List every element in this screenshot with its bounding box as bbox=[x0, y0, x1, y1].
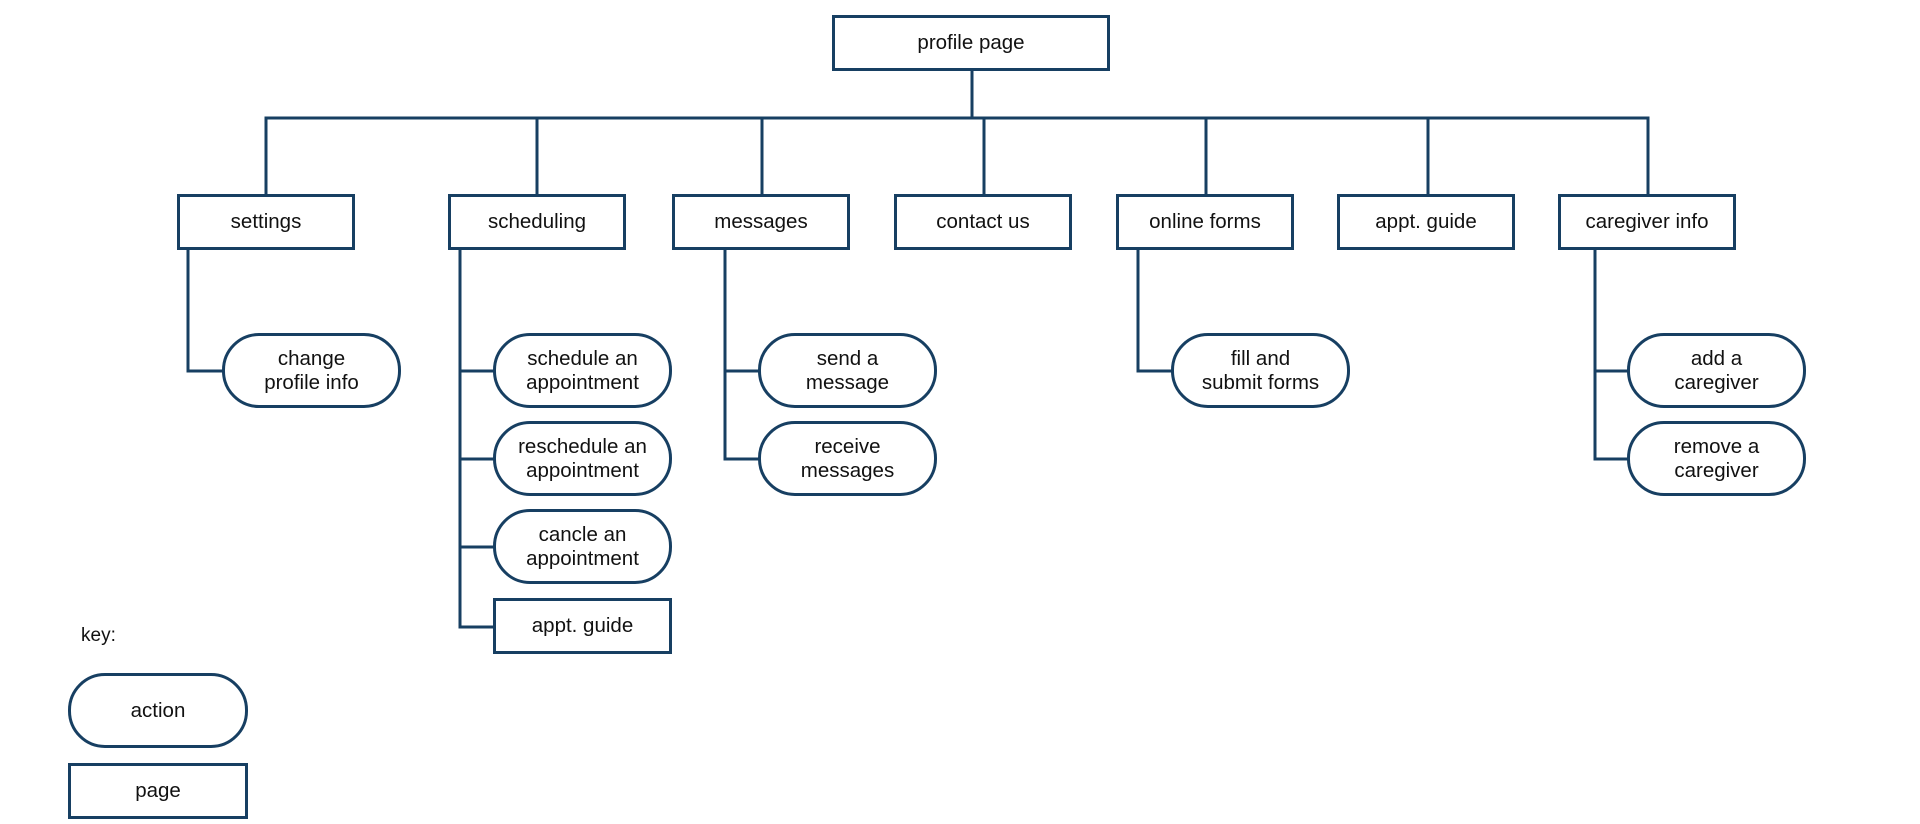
key-title: key: bbox=[81, 625, 116, 646]
action-label: remove a caregiver bbox=[1673, 434, 1760, 482]
action-fill-submit-forms: fill and submit forms bbox=[1171, 333, 1350, 408]
action-schedule-appointment: schedule an appointment bbox=[493, 333, 672, 408]
root-node-profile-page: profile page bbox=[832, 15, 1110, 71]
action-receive-messages: receive messages bbox=[758, 421, 937, 496]
section-label: contact us bbox=[936, 210, 1030, 233]
action-label: receive messages bbox=[800, 434, 895, 482]
action-label: add a caregiver bbox=[1674, 346, 1759, 394]
section-label: settings bbox=[230, 210, 302, 233]
section-label: appt. guide bbox=[1375, 210, 1477, 233]
action-reschedule-appointment: reschedule an appointment bbox=[493, 421, 672, 496]
action-send-message: send a message bbox=[758, 333, 937, 408]
section-online-forms: online forms bbox=[1116, 194, 1294, 250]
action-label: change profile info bbox=[264, 346, 359, 394]
section-label: online forms bbox=[1149, 210, 1261, 233]
key-page-label: page bbox=[135, 779, 181, 802]
key-action-shape: action bbox=[68, 673, 248, 748]
key-page-shape: page bbox=[68, 763, 248, 819]
action-label: reschedule an appointment bbox=[518, 434, 647, 482]
section-contact-us: contact us bbox=[894, 194, 1072, 250]
action-cancel-appointment: cancle an appointment bbox=[493, 509, 672, 584]
page-appt-guide: appt. guide bbox=[493, 598, 672, 654]
section-label: scheduling bbox=[487, 210, 586, 233]
section-label: messages bbox=[714, 210, 808, 233]
action-add-caregiver: add a caregiver bbox=[1627, 333, 1806, 408]
action-label: fill and submit forms bbox=[1201, 346, 1320, 394]
section-settings: settings bbox=[177, 194, 355, 250]
key-action-label: action bbox=[130, 698, 186, 722]
action-remove-caregiver: remove a caregiver bbox=[1627, 421, 1806, 496]
action-change-profile-info: change profile info bbox=[222, 333, 401, 408]
section-label: caregiver info bbox=[1585, 210, 1709, 233]
action-label: send a message bbox=[805, 346, 890, 394]
root-label: profile page bbox=[917, 31, 1025, 54]
action-label: cancle an appointment bbox=[526, 522, 639, 570]
page-label: appt. guide bbox=[531, 614, 634, 637]
action-label: schedule an appointment bbox=[526, 346, 639, 394]
section-appt-guide: appt. guide bbox=[1337, 194, 1515, 250]
section-messages: messages bbox=[672, 194, 850, 250]
section-scheduling: scheduling bbox=[448, 194, 626, 250]
section-caregiver-info: caregiver info bbox=[1558, 194, 1736, 250]
